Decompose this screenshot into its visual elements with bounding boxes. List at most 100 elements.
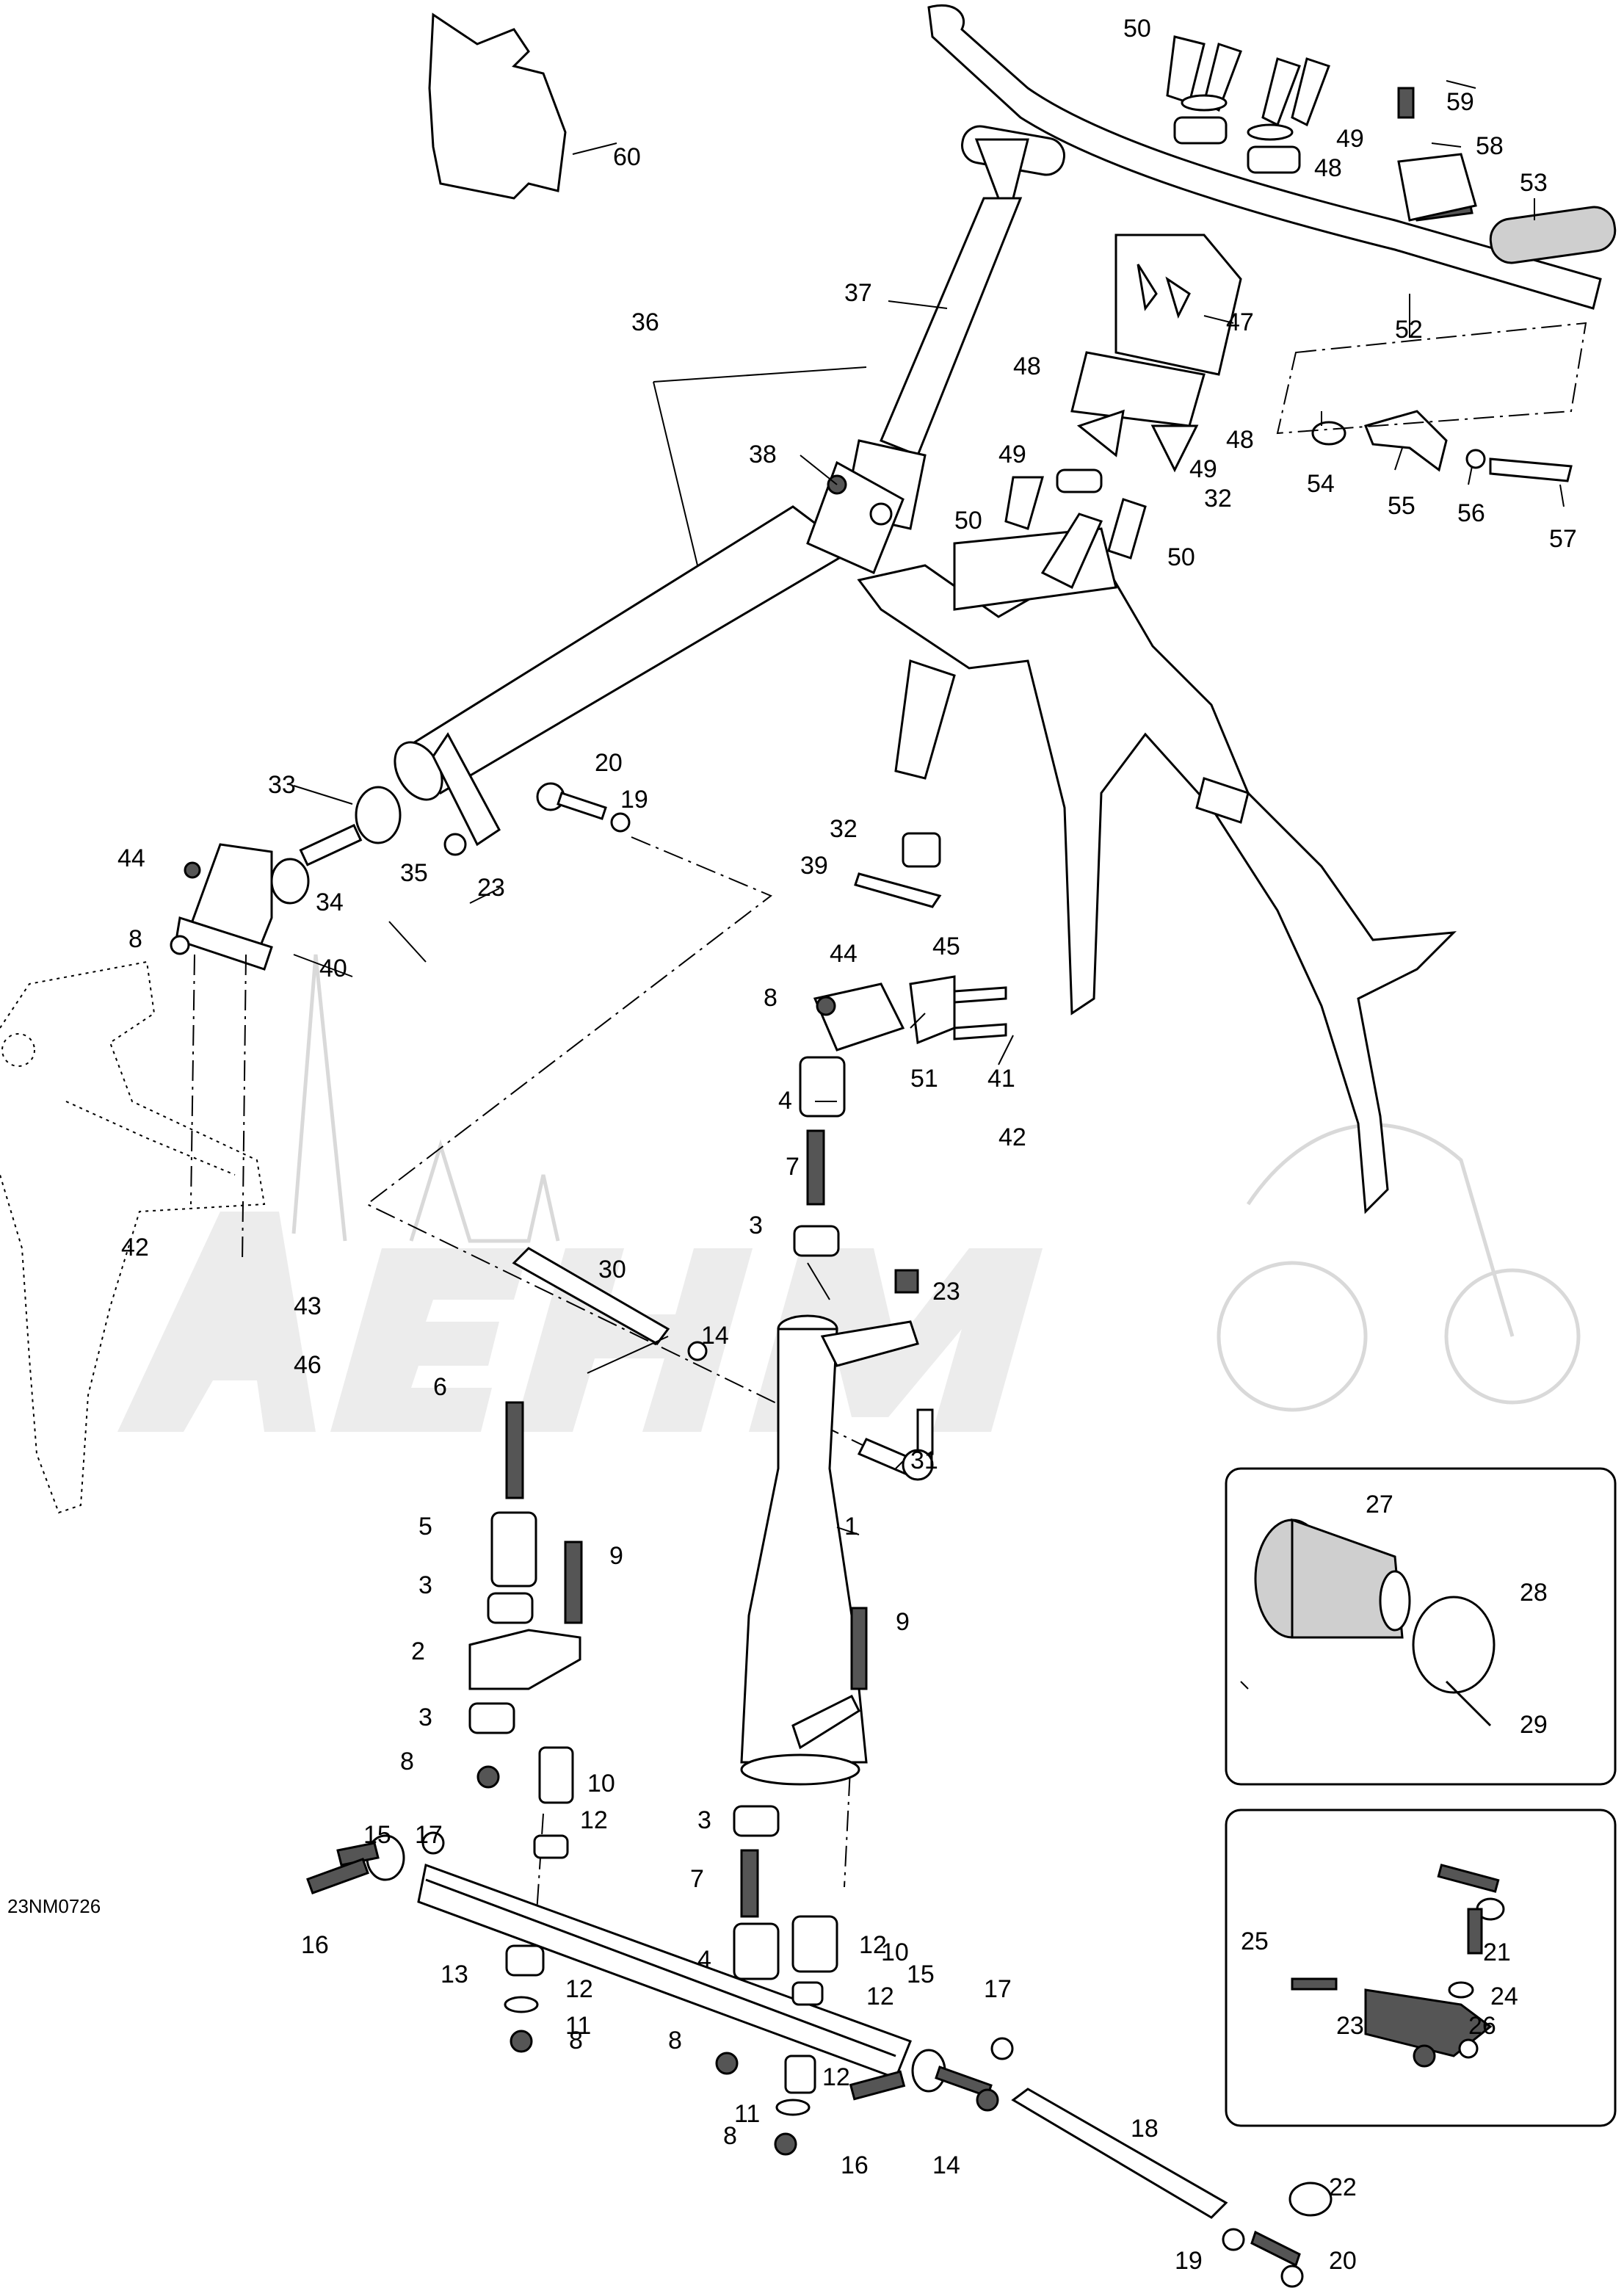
- callout: 23: [932, 1278, 960, 1306]
- part-column-support: [170, 786, 402, 971]
- callout: 16: [841, 2151, 869, 2179]
- callout: 20: [595, 749, 623, 777]
- callout: 48: [1226, 426, 1254, 454]
- callout: 49: [998, 441, 1026, 468]
- part-lower-hardware: [504, 1805, 838, 2156]
- callout: 43: [294, 1292, 322, 1320]
- callout: 4: [697, 1946, 711, 1974]
- callout: 50: [1123, 15, 1151, 43]
- callout: 17: [984, 1975, 1012, 2003]
- callout: 22: [1329, 2173, 1357, 2201]
- callout: 53: [1520, 169, 1548, 197]
- callout: 12: [580, 1806, 608, 1834]
- callout-labels: 1 2 3 3 3 3 4 4 5 6 7 7 8 8 8 8 8 8 9 9 …: [117, 15, 1577, 2275]
- callout: 9: [896, 1608, 910, 1636]
- diagram-code: 23NM0726: [7, 1895, 101, 1917]
- callout: 49: [1336, 125, 1364, 153]
- callout: 3: [418, 1704, 432, 1731]
- callout: 46: [294, 1351, 322, 1379]
- callout: 60: [613, 143, 641, 171]
- callout: 3: [697, 1806, 711, 1834]
- callout: 7: [786, 1153, 800, 1181]
- callout: 23: [1336, 2012, 1364, 2040]
- callout: 47: [1226, 308, 1254, 336]
- callout: 8: [128, 925, 142, 953]
- part-bushing-lower: [854, 832, 942, 908]
- callout: 8: [764, 984, 777, 1012]
- inset-boot: [1225, 1467, 1617, 1786]
- callout: 44: [117, 844, 145, 872]
- callout: 18: [1131, 2115, 1159, 2143]
- callout: 57: [1549, 525, 1577, 553]
- callout: 44: [830, 940, 858, 968]
- callout: 1: [844, 1513, 858, 1541]
- leader-lines: [293, 80, 1565, 1690]
- callout: 10: [587, 1770, 615, 1798]
- callout: 9: [609, 1542, 623, 1570]
- callout: 55: [1388, 492, 1415, 520]
- part-upper-tie-rod-end: [443, 782, 631, 856]
- callout: 12: [822, 2063, 850, 2091]
- callout: 27: [1366, 1491, 1393, 1518]
- callout: 6: [433, 1373, 447, 1401]
- callout: 59: [1446, 88, 1474, 116]
- callout: 33: [268, 771, 296, 799]
- callout: 12: [565, 1975, 593, 2003]
- callout: 48: [1013, 352, 1041, 380]
- callout: 5: [418, 1513, 432, 1541]
- callout: 49: [1189, 455, 1217, 483]
- part-upper-clamp: [1004, 35, 1330, 560]
- callout: 29: [1520, 1711, 1548, 1739]
- part-mount-bracket: [813, 975, 1007, 1051]
- callout: 50: [1167, 543, 1195, 571]
- callout: 15: [907, 1961, 935, 1988]
- callout: 51: [910, 1065, 938, 1093]
- callout: 8: [668, 2027, 682, 2055]
- callout: 36: [631, 308, 659, 336]
- callout: 32: [1204, 485, 1232, 513]
- part-left-frame-dashed: [0, 960, 266, 1514]
- callout: 20: [1329, 2247, 1357, 2275]
- callout: 3: [418, 1571, 432, 1599]
- callout: 58: [1476, 132, 1504, 160]
- callout: 15: [363, 1821, 391, 1849]
- part-left-pivot: [468, 1401, 868, 1859]
- callout: 21: [1483, 1938, 1511, 1966]
- callout: 7: [690, 1865, 704, 1893]
- callout: 42: [998, 1123, 1026, 1151]
- callout: 39: [800, 852, 828, 880]
- callout: 8: [723, 2122, 737, 2150]
- part-u-joint: [806, 460, 905, 575]
- callout: 23: [477, 874, 505, 902]
- callout: 28: [1520, 1579, 1548, 1607]
- part-frame: [857, 513, 1457, 1214]
- part-steering-post: [740, 1314, 919, 1786]
- callout: 19: [620, 786, 648, 814]
- callout: 26: [1468, 2012, 1496, 2040]
- callout: 14: [932, 2151, 960, 2179]
- callout: 50: [954, 507, 982, 535]
- callout: 11: [565, 2012, 591, 2040]
- callout: 19: [1175, 2247, 1203, 2275]
- part-steering-column: [843, 125, 1065, 530]
- callout: 17: [415, 1821, 443, 1849]
- callout: 24: [1490, 1983, 1518, 2010]
- callout: 13: [441, 1961, 468, 1988]
- callout: 12: [859, 1931, 887, 1959]
- callout: 52: [1395, 316, 1423, 344]
- callout: 56: [1457, 499, 1485, 527]
- callout: 25: [1241, 1927, 1269, 1955]
- callout: 4: [778, 1087, 792, 1115]
- callout: 45: [932, 933, 960, 960]
- callout: 8: [569, 2027, 583, 2055]
- part-post-hardware: [793, 1056, 934, 1481]
- callout: 30: [598, 1256, 626, 1284]
- callout: 48: [1314, 154, 1342, 182]
- callout: 40: [319, 955, 347, 982]
- part-column-shaft: [394, 505, 854, 847]
- part-grip-accessories: [1276, 87, 1587, 482]
- callout: 3: [749, 1212, 763, 1239]
- inset-tie-rod-detail: [1225, 1809, 1617, 2127]
- callout: 10: [881, 1938, 909, 1966]
- callout: 41: [987, 1065, 1015, 1093]
